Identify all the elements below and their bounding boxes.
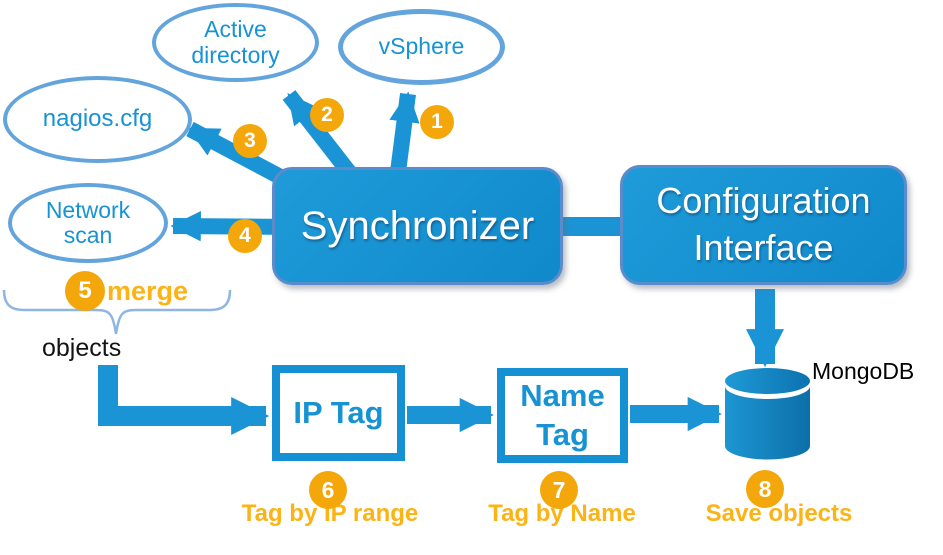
step-badge-5: 5 (65, 271, 105, 311)
node-name-tag: Name Tag (497, 368, 628, 463)
node-configuration-interface: Configuration Interface (620, 165, 907, 285)
node-network-scan: Network scan (8, 183, 168, 263)
node-ip-tag: IP Tag (272, 365, 405, 461)
step-badge-2: 2 (310, 98, 344, 132)
node-synchronizer: Synchronizer (272, 167, 563, 285)
step-badge-7: 7 (540, 471, 578, 509)
arrow-to-active-directory (282, 90, 359, 181)
node-active-directory: Active directory (152, 3, 319, 82)
node-ip-tag-label: IP Tag (293, 394, 384, 430)
mongodb-icon (725, 368, 810, 460)
arrow-objects-to-iptag (98, 365, 270, 435)
arrow-to-vsphere (389, 91, 420, 174)
step-badge-3: 3 (233, 124, 267, 158)
step-badge-4: 4 (228, 219, 262, 253)
node-configuration-interface-label: Configuration Interface (656, 180, 871, 268)
step-badge-1: 1 (420, 105, 454, 139)
merge-label: merge (107, 276, 189, 306)
node-synchronizer-label: Synchronizer (300, 203, 535, 248)
node-vsphere-label: vSphere (378, 33, 465, 60)
node-active-directory-label: Active directory (191, 16, 280, 68)
mongodb-label: MongoDB (812, 358, 915, 384)
merge-brace (2, 289, 232, 335)
node-nagios-cfg: nagios.cfg (3, 76, 192, 163)
node-vsphere: vSphere (338, 9, 505, 85)
objects-label: objects (42, 334, 122, 362)
caption-save-objects: Save objects (705, 500, 853, 527)
node-nagios-cfg-label: nagios.cfg (42, 105, 153, 133)
node-name-tag-label: Name Tag (520, 377, 605, 452)
node-network-scan-label: Network scan (45, 196, 131, 248)
step-badge-8: 8 (746, 470, 784, 508)
sync-config-connector (561, 217, 622, 236)
step-badge-6: 6 (309, 471, 347, 509)
